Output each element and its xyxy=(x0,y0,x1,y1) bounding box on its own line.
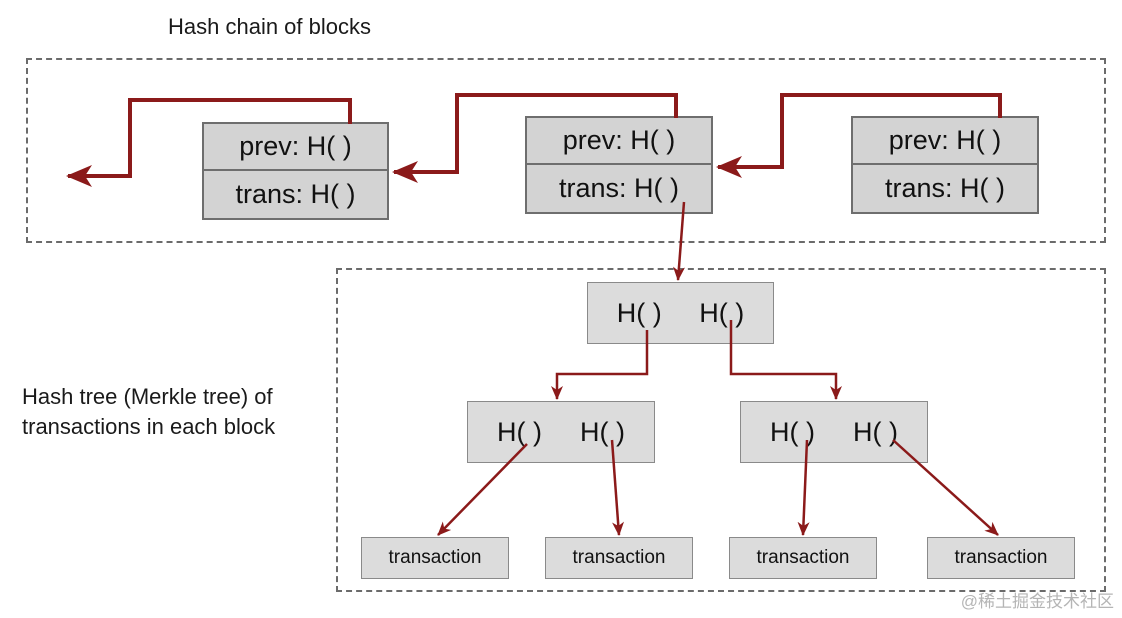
transaction-4: transaction xyxy=(927,537,1075,579)
chain-arrow-block1-out xyxy=(66,98,352,187)
block-2-trans: trans: H( ) xyxy=(558,173,679,203)
root-to-right-node-arrow xyxy=(729,320,842,400)
root-right-hash: H( ) xyxy=(699,297,745,328)
block-3: prev: H( ) trans: H( ) xyxy=(851,116,1039,214)
block-2: prev: H( ) trans: H( ) xyxy=(525,116,713,214)
chain-arrow-block3-to-block2 xyxy=(716,93,1002,178)
left-node-to-tx1-arrow xyxy=(437,443,528,536)
tree-label: Hash tree (Merkle tree) of transactions … xyxy=(22,382,275,442)
block-1: prev: H( ) trans: H( ) xyxy=(202,122,389,220)
root-to-left-node-arrow xyxy=(551,330,649,400)
hash-chain-container xyxy=(26,58,1106,243)
watermark: @稀土掘金技术社区 xyxy=(960,592,1114,611)
tree-root-node: H( ) H( ) xyxy=(587,282,774,344)
tree-label-line2: transactions in each block xyxy=(22,414,276,439)
left-node-to-tx2-arrow xyxy=(610,439,625,536)
node-left-left-hash: H( ) xyxy=(497,416,542,447)
chain-title: Hash chain of blocks xyxy=(168,14,371,39)
node-left-right-hash: H( ) xyxy=(580,416,625,447)
transaction-2: transaction xyxy=(545,537,693,579)
block-3-prev: prev: H( ) xyxy=(853,118,1037,165)
block-3-trans: trans: H( ) xyxy=(884,173,1005,203)
trans-to-root-arrow xyxy=(673,201,686,281)
transaction-3: transaction xyxy=(729,537,877,579)
node-right-right-hash: H( ) xyxy=(853,416,898,447)
root-left-hash: H( ) xyxy=(616,297,662,328)
block-1-trans: trans: H( ) xyxy=(235,179,356,209)
tree-node-left: H( ) H( ) xyxy=(467,401,655,463)
tree-label-line1: Hash tree (Merkle tree) of xyxy=(22,384,273,409)
right-node-to-tx3-arrow xyxy=(797,439,810,536)
chain-arrow-block2-to-block1 xyxy=(392,93,678,183)
right-node-to-tx4-arrow xyxy=(892,439,999,536)
block-1-prev: prev: H( ) xyxy=(204,124,387,171)
transaction-1: transaction xyxy=(361,537,509,579)
block-2-prev: prev: H( ) xyxy=(527,118,711,165)
tree-node-right: H( ) H( ) xyxy=(740,401,928,463)
merkle-tree-container xyxy=(336,268,1106,592)
